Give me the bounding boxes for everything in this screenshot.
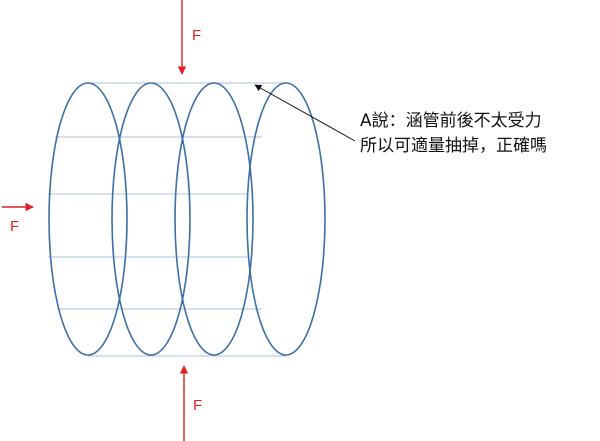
annotation-text: A說：涵管前後不太受力 所以可適量抽掉，正確嗎 [360, 109, 547, 159]
annotation-pointer-arrow [254, 84, 356, 142]
pipe-ring-1 [48, 82, 128, 356]
force-arrows [2, 0, 189, 441]
annotation-line-1: A說：涵管前後不太受力 [360, 111, 542, 131]
pipe-ring-4 [246, 82, 326, 356]
top-force-label: F [192, 27, 201, 44]
annotation-line-2: 所以可適量抽掉，正確嗎 [360, 136, 547, 156]
pipe-rings [48, 82, 326, 356]
pipe-ring-3 [174, 82, 254, 356]
left-force-label: F [10, 218, 19, 235]
pipe-generator-lines [48, 82, 286, 357]
bottom-force-label: F [193, 397, 202, 414]
pipe-ring-2 [111, 82, 191, 356]
